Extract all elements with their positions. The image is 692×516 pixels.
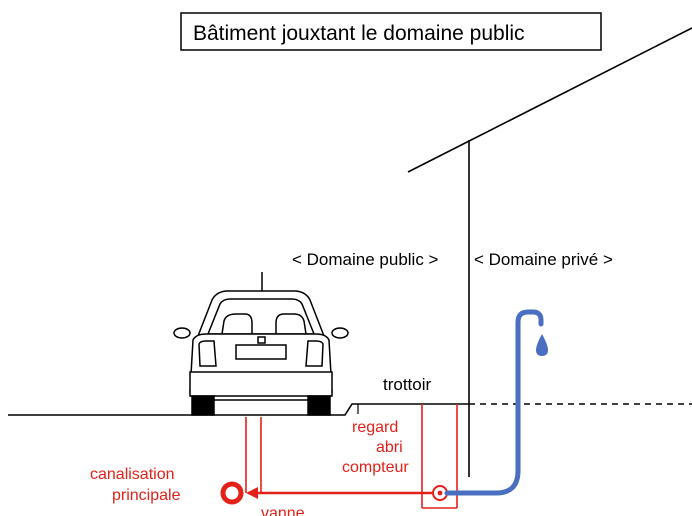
inspection-label-line3: compteur bbox=[342, 459, 409, 476]
car-icon bbox=[173, 272, 349, 416]
inspection-label-line1: regard bbox=[352, 419, 398, 436]
inspection-label-line2: abri bbox=[376, 439, 403, 456]
branch-connection bbox=[245, 417, 262, 493]
valve-label: vanne bbox=[261, 505, 305, 516]
diagram-title: Bâtiment jouxtant le domaine public bbox=[193, 22, 525, 45]
main-pipe-icon bbox=[220, 481, 244, 505]
title-box bbox=[180, 12, 602, 51]
water-drop-icon bbox=[536, 334, 548, 356]
public-domain-label: < Domaine public > bbox=[292, 250, 439, 269]
main-pipe-label-line2: principale bbox=[112, 487, 181, 504]
building-roof bbox=[407, 27, 692, 173]
ground-line bbox=[8, 403, 469, 416]
private-pipe bbox=[444, 309, 544, 496]
valve-icon bbox=[246, 487, 258, 499]
main-pipe-label-line1: canalisation bbox=[90, 466, 175, 483]
private-domain-label: < Domaine privé > bbox=[474, 250, 613, 269]
sidewalk-label: trottoir bbox=[383, 375, 432, 394]
